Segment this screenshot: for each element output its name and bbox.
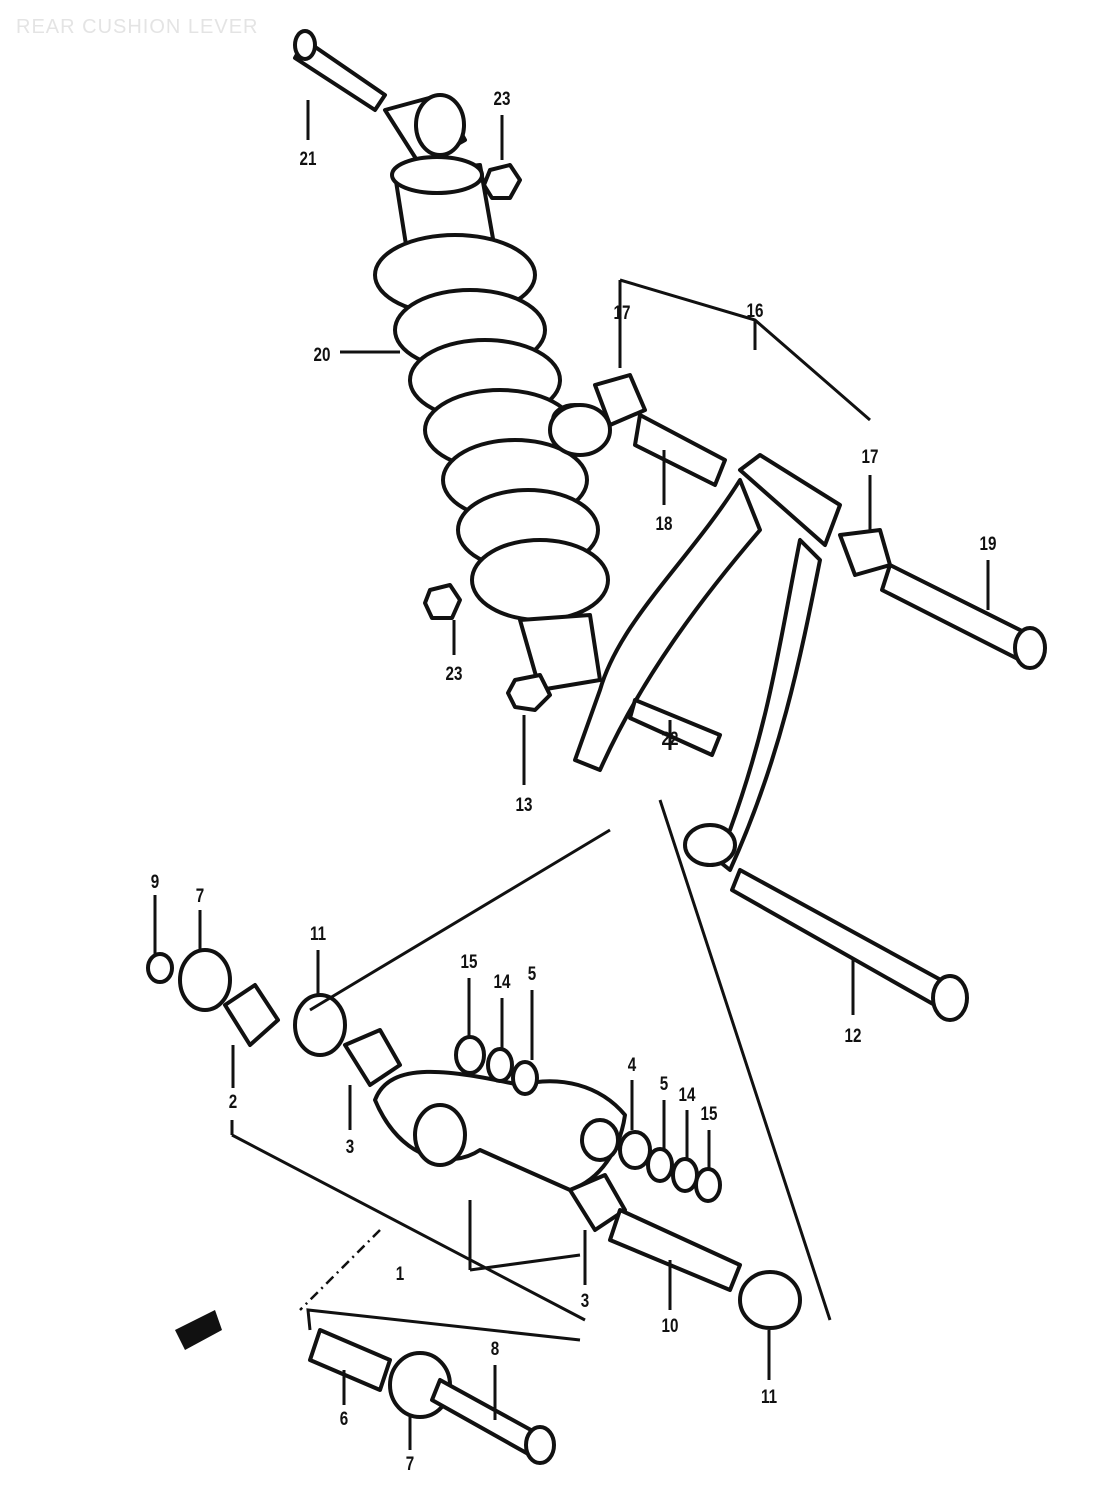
spacer-10 — [608, 1208, 742, 1292]
part-label: 17 — [861, 447, 879, 468]
part-label: 9 — [150, 872, 160, 893]
washer-15b — [694, 1167, 722, 1203]
seal-7 — [178, 948, 232, 1012]
nut-23-top — [482, 163, 522, 200]
part-label: 15 — [700, 1104, 718, 1125]
seal-11 — [293, 993, 347, 1057]
washer-15a — [454, 1035, 486, 1075]
part-label: 7 — [195, 886, 205, 907]
shock-absorber-20 — [373, 93, 610, 692]
part-label: 13 — [515, 795, 533, 816]
cushion-lever-1 — [373, 1069, 627, 1192]
bearing-17a — [593, 373, 647, 427]
nut-23-lower — [423, 583, 462, 620]
bearing-17b — [838, 528, 892, 577]
diagram-title: REAR CUSHION LEVER — [16, 16, 259, 38]
cushion-rod-16 — [548, 403, 842, 872]
part-label: 15 — [460, 952, 478, 973]
part-label: 23 — [493, 89, 511, 110]
bolt-12 — [730, 868, 969, 1022]
bolt-21 — [293, 29, 387, 112]
part-label: 20 — [313, 345, 331, 366]
centerline — [299, 1229, 381, 1311]
part-label: 5 — [527, 964, 537, 985]
part-label: 6 — [339, 1409, 349, 1430]
front-arrow-icon — [175, 1310, 222, 1350]
part-label: 16 — [746, 301, 764, 322]
part-label: 8 — [490, 1339, 500, 1360]
part-label: 5 — [659, 1074, 669, 1095]
part-label: 18 — [655, 514, 673, 535]
part-label: 10 — [661, 1316, 679, 1337]
spacer-18 — [633, 413, 727, 487]
part-label: 22 — [661, 729, 679, 750]
nut-13 — [506, 673, 552, 712]
part-label: 2 — [228, 1092, 238, 1113]
washer-14b — [671, 1157, 699, 1193]
part-label: 11 — [760, 1387, 778, 1408]
bearing-3a — [343, 1028, 402, 1087]
part-label: 14 — [493, 972, 511, 993]
washer-9 — [146, 952, 174, 984]
bush-4 — [618, 1130, 652, 1170]
part-label: 7 — [405, 1454, 415, 1475]
leader-lines — [153, 100, 990, 1450]
part-label: 17 — [613, 303, 631, 324]
part-label: 23 — [445, 664, 463, 685]
part-label: 3 — [580, 1291, 590, 1312]
part-label: 1 — [395, 1264, 405, 1285]
part-label: 4 — [627, 1055, 637, 1076]
bush-5b — [646, 1147, 674, 1183]
bush-5a — [511, 1060, 539, 1096]
bolt-19 — [880, 563, 1047, 670]
bearing-2 — [223, 983, 280, 1047]
washer-14a — [486, 1047, 514, 1083]
bolt-8-head — [524, 1425, 556, 1465]
part-label: 14 — [678, 1085, 696, 1106]
part-label: 11 — [309, 924, 327, 945]
part-label: 3 — [345, 1137, 355, 1158]
bearing-3b — [568, 1173, 627, 1232]
washer-11b — [738, 1270, 802, 1330]
part-label: 12 — [844, 1026, 862, 1047]
bolt-8 — [430, 1378, 542, 1457]
part-label: 21 — [299, 149, 317, 170]
spacer-6 — [308, 1328, 392, 1392]
bolt-22 — [628, 698, 722, 757]
part-label: 19 — [979, 534, 997, 555]
